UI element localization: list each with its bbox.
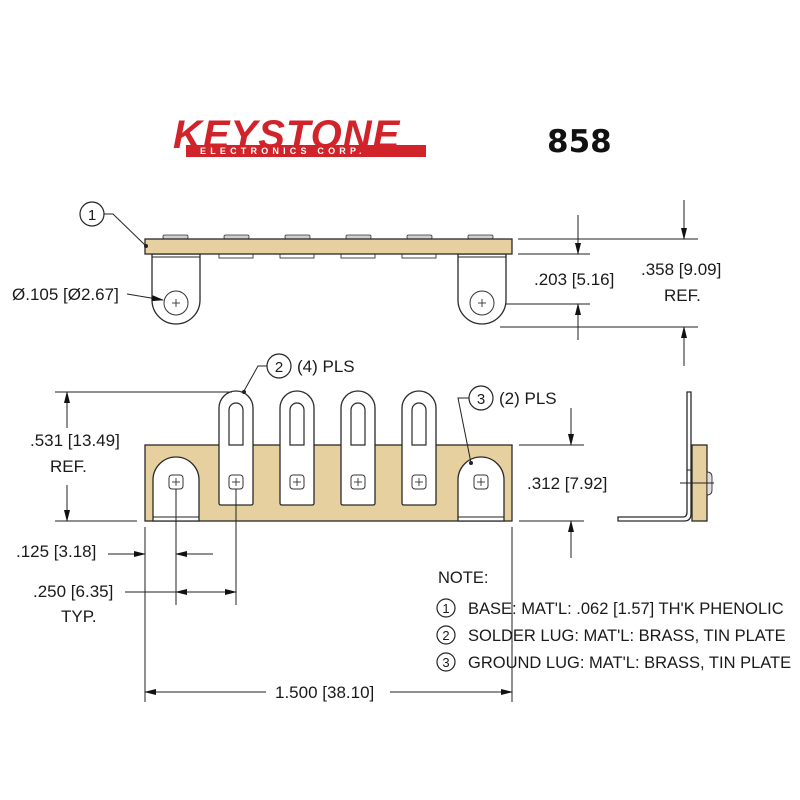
brand-subtitle: ELECTRONICS CORP. [200,146,366,156]
solder-lug-2 [279,390,315,506]
overall-height-top-ref: REF. [664,286,701,305]
notes-title: NOTE: [438,569,488,587]
side-view [617,391,714,522]
keystone-logo: KEYSTONE ELECTRONICS CORP. [173,113,426,157]
callout-2-label: 2 [275,359,283,376]
callout-3-label: 3 [477,391,485,408]
callout-1-label: 1 [88,207,96,224]
callout-3-qty: (2) PLS [499,389,557,408]
callout-2-qty: (4) PLS [297,357,355,376]
solder-lug-1 [218,390,254,506]
note-text-3: GROUND LUG: MAT'L: BRASS, TIN PLATE [468,654,791,672]
solder-lug-3 [340,390,376,506]
solder-lug-4 [401,390,437,506]
part-number: 858 [547,124,612,160]
base-height-dim: .312 [7.92] [527,474,607,493]
overall-length-dim: 1.500 [38.10] [275,683,374,702]
ground-lug-side [617,391,692,522]
note-item-1: 1 BASE: MAT'L: .062 [1.57] TH'K PHENOLIC [436,598,784,618]
overall-height-top-dim: .358 [9.09] [641,260,721,279]
top-view: 1 Ø.105 [Ø2.67] .203 [5.16] .358 [9.09] … [12,200,721,366]
ground-lug-right [457,456,505,522]
overall-height-front-ref: REF. [50,457,87,476]
note-text-2: SOLDER LUG: MAT'L: BRASS, TIN PLATE [468,627,786,645]
note-item-3: 3 GROUND LUG: MAT'L: BRASS, TIN PLATE [436,652,791,672]
lug-pitch-dim: .250 [6.35] [33,582,113,601]
lug-pitch-typ: TYP. [61,607,97,626]
notes-block: NOTE: 1 BASE: MAT'L: .062 [1.57] TH'K PH… [436,569,791,672]
hole-diameter-dim: Ø.105 [Ø2.67] [12,285,119,304]
svg-text:3: 3 [442,655,449,670]
lug-height-dim: .203 [5.16] [534,270,614,289]
front-view: 2 (4) PLS 3 (2) PLS .531 [13.49] REF. .3… [16,353,607,702]
svg-text:1: 1 [442,601,449,616]
edge-to-lug-dim: .125 [3.18] [16,542,96,561]
note-item-2: 2 SOLDER LUG: MAT'L: BRASS, TIN PLATE [436,625,786,645]
phenolic-base-front [144,444,513,522]
logo-subbar [186,145,426,157]
svg-text:2: 2 [442,628,449,643]
phenolic-base-top [144,238,513,255]
note-text-1: BASE: MAT'L: .062 [1.57] TH'K PHENOLIC [468,600,784,618]
overall-height-front-dim: .531 [13.49] [30,431,120,450]
